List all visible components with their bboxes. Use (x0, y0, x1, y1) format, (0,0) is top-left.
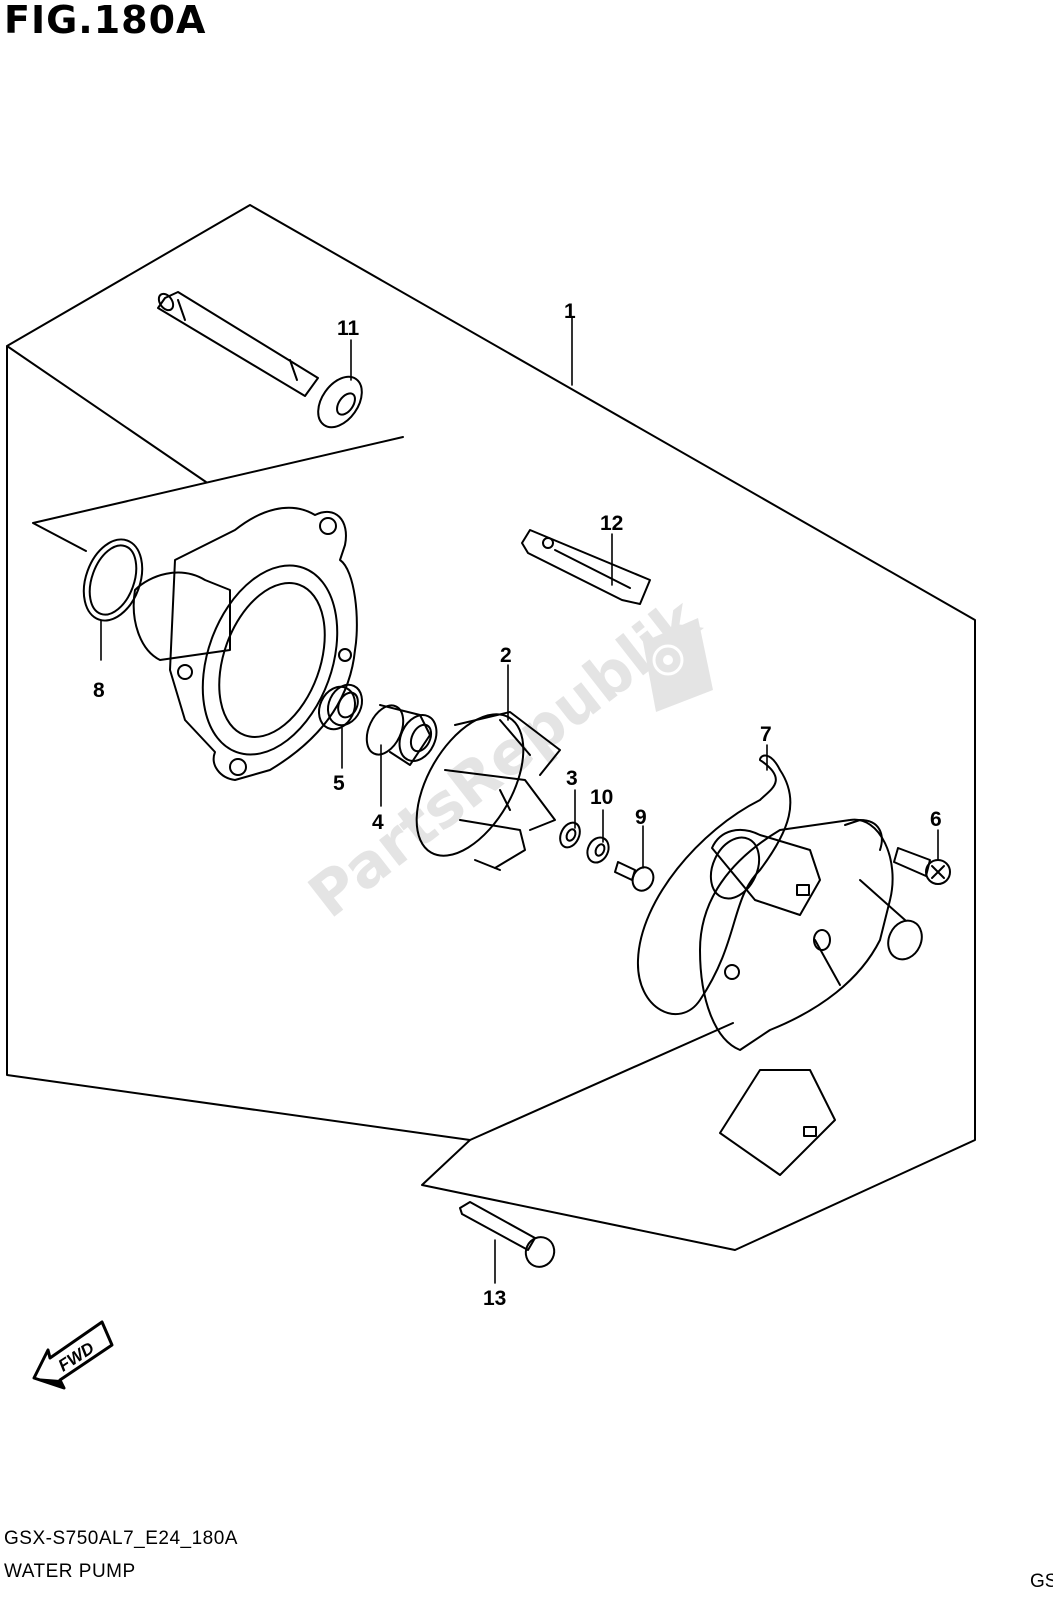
bolt-13 (459, 1201, 556, 1268)
cover-gasket-7 (636, 754, 792, 1016)
edge-text: GS (1030, 1571, 1053, 1592)
figure-title: FIG.180A (4, 0, 207, 42)
washer-11 (317, 375, 363, 429)
callout-13: 13 (483, 1287, 506, 1310)
callout-9: 9 (635, 806, 647, 829)
callout-10: 10 (590, 786, 613, 809)
watermark-text: PartsRepublik (296, 584, 714, 932)
pump-cover (699, 818, 923, 1176)
callout-12: 12 (600, 512, 623, 535)
oil-seal-5 (318, 683, 364, 731)
exploded-parts-diagram: PartsRepublik (6, 204, 976, 1390)
clip-12 (521, 529, 651, 605)
callout-1: 1 (564, 300, 576, 323)
assembly-bracket-lower (469, 1022, 734, 1141)
callout-8: 8 (93, 679, 105, 702)
washer-3 (559, 821, 581, 849)
bolt-9 (614, 861, 655, 892)
pump-housing (132, 506, 358, 781)
callout-5: 5 (333, 772, 345, 795)
assembly-bracket-main (6, 204, 976, 1251)
screw-6 (893, 847, 951, 885)
leader-lines (100, 317, 939, 1284)
callout-6: 6 (930, 808, 942, 831)
watermark: PartsRepublik (296, 584, 714, 932)
o-ring-8 (82, 538, 144, 622)
washer-10 (586, 836, 610, 864)
callout-3: 3 (566, 767, 578, 790)
callout-labels: 1 2 3 4 5 6 7 8 9 10 11 12 13 (93, 300, 942, 1310)
mechanical-seal-4 (365, 704, 438, 766)
impeller-2 (415, 711, 561, 871)
figure-name: WATER PUMP (4, 1561, 136, 1582)
callout-4: 4 (372, 811, 384, 834)
assembly-bracket (32, 436, 404, 552)
callout-11: 11 (337, 317, 360, 340)
gear-icon (643, 618, 713, 712)
callout-7: 7 (760, 723, 772, 746)
callout-2: 2 (500, 644, 512, 667)
pump-shaft (157, 291, 319, 397)
figure-code: GSX-S750AL7_E24_180A (4, 1528, 238, 1549)
fwd-arrow-icon: FWD (32, 1320, 114, 1390)
